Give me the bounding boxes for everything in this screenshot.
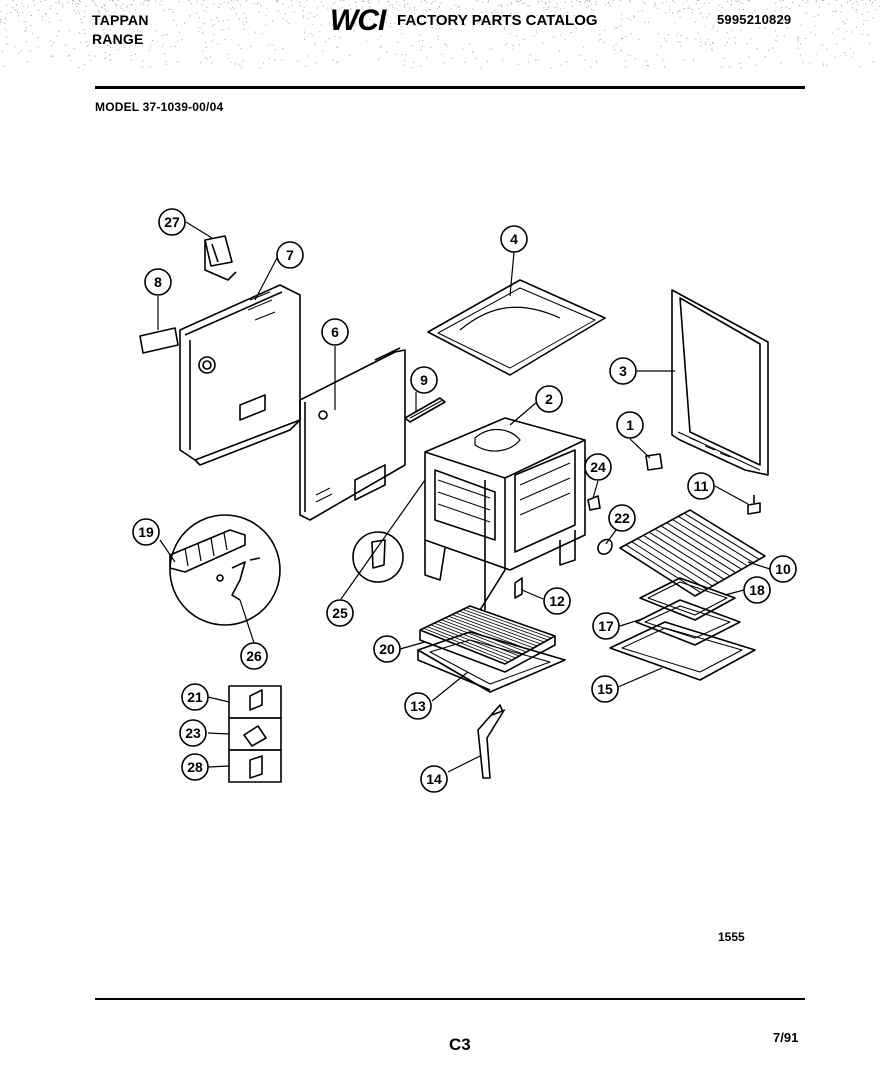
- callout-9: 9: [410, 366, 438, 394]
- callout-14: 14: [420, 765, 448, 793]
- brand-label: TAPPAN: [92, 12, 149, 28]
- hardware-boxes: [228, 685, 282, 783]
- callout-22: 22: [608, 504, 636, 532]
- header-rule: [95, 86, 805, 89]
- callout-28: 28: [181, 753, 209, 781]
- callout-label: 24: [590, 459, 606, 475]
- callout-13: 13: [404, 692, 432, 720]
- model-label: MODEL 37-1039-00/04: [95, 100, 224, 114]
- callout-3: 3: [609, 357, 637, 385]
- callout-23: 23: [179, 719, 207, 747]
- figure-number: 1555: [718, 930, 745, 944]
- callout-27: 27: [158, 208, 186, 236]
- callout-15: 15: [591, 675, 619, 703]
- part-26-detail: [352, 531, 404, 583]
- catalog-number: 5995210829: [717, 12, 792, 27]
- callout-25: 25: [326, 599, 354, 627]
- part-15-tray: [609, 621, 756, 681]
- footer-rule: [95, 998, 805, 1000]
- part-9-rail: [404, 397, 446, 423]
- callout-label: 19: [138, 524, 154, 540]
- callout-label: 2: [545, 391, 553, 407]
- part-2-oven-body: [424, 417, 586, 611]
- part-18-broiler-insert: [639, 577, 736, 621]
- callout-label: 26: [246, 648, 262, 664]
- callout-label: 1: [626, 417, 634, 433]
- part-7-rear-panel: [179, 284, 301, 466]
- callout-21: 21: [181, 683, 209, 711]
- callout-7: 7: [276, 241, 304, 269]
- part-25-bottom-panel: [419, 605, 556, 673]
- callout-label: 13: [410, 698, 426, 714]
- callout-18: 18: [743, 576, 771, 604]
- part-27-bracket: [204, 235, 237, 281]
- part-11-screw: [747, 495, 761, 515]
- callout-label: 4: [510, 231, 518, 247]
- callout-label: 17: [598, 618, 614, 634]
- callout-label: 20: [379, 641, 395, 657]
- callout-10: 10: [769, 555, 797, 583]
- part-4-top-panel: [427, 279, 606, 376]
- callout-label: 7: [286, 247, 294, 263]
- part-10-oven-rack: [619, 509, 766, 597]
- part-3-door-frame: [671, 289, 769, 476]
- callout-8: 8: [144, 268, 172, 296]
- callout-11: 11: [687, 472, 715, 500]
- callout-label: 27: [164, 214, 180, 230]
- catalog-title: FACTORY PARTS CATALOG: [397, 12, 598, 29]
- wci-logo: WCI: [330, 4, 386, 37]
- callout-1: 1: [616, 411, 644, 439]
- part-24-clip: [587, 495, 601, 511]
- callout-label: 23: [185, 725, 201, 741]
- callout-label: 25: [332, 605, 348, 621]
- callout-label: 8: [154, 274, 162, 290]
- callout-label: 21: [187, 689, 203, 705]
- callout-19: 19: [132, 518, 160, 546]
- leader-lines: [157, 221, 771, 773]
- callout-label: 6: [331, 324, 339, 340]
- callout-label: 28: [187, 759, 203, 775]
- part-12-pin: [514, 577, 523, 599]
- part-19-20-detail: [169, 514, 281, 626]
- callout-label: 11: [694, 478, 709, 494]
- callout-24: 24: [584, 453, 612, 481]
- part-1-knob: [645, 453, 663, 471]
- callout-label: 15: [597, 681, 613, 697]
- callout-26: 26: [240, 642, 268, 670]
- callout-12: 12: [543, 587, 571, 615]
- part-8-plate: [139, 327, 179, 354]
- callout-label: 3: [619, 363, 627, 379]
- part-6-side-panel: [299, 347, 406, 521]
- callout-20: 20: [373, 635, 401, 663]
- callout-4: 4: [500, 225, 528, 253]
- callout-label: 14: [426, 771, 442, 787]
- callout-label: 18: [749, 582, 765, 598]
- callout-2: 2: [535, 385, 563, 413]
- page-number: C3: [449, 1035, 471, 1054]
- callout-17: 17: [592, 612, 620, 640]
- product-label: RANGE: [92, 31, 144, 47]
- callout-label: 9: [420, 372, 428, 388]
- part-17-broiler-pan: [635, 599, 741, 646]
- callout-label: 22: [614, 510, 630, 526]
- callout-label: 12: [549, 593, 565, 609]
- callout-6: 6: [321, 318, 349, 346]
- callout-label: 10: [775, 561, 791, 577]
- part-13-drawer-frame: [417, 631, 566, 693]
- part-22-clip: [597, 538, 613, 555]
- revision-date: 7/91: [773, 1030, 799, 1045]
- part-14-hinge: [477, 704, 506, 779]
